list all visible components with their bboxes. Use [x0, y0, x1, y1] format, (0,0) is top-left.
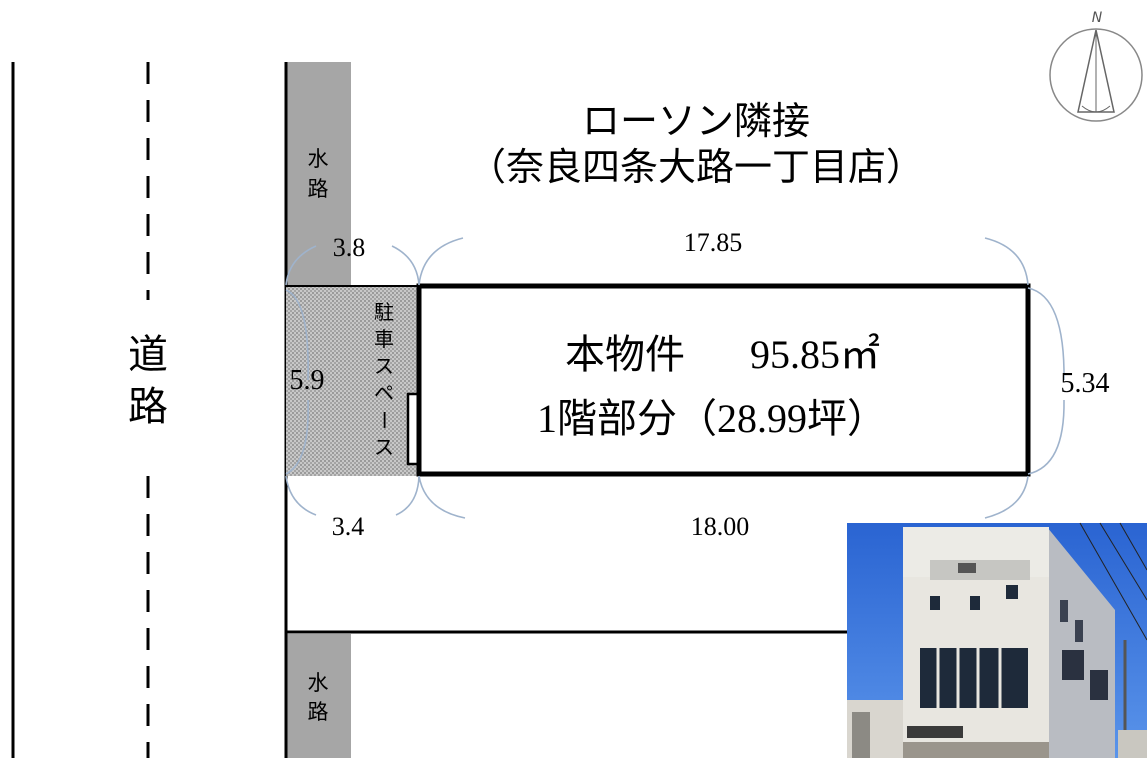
photo-building-windows — [920, 648, 1028, 708]
parking-char-5: ー — [372, 410, 396, 430]
dimension-right-side: 5.34 — [1061, 368, 1110, 399]
waterway-label-lower-1: 水 — [308, 671, 329, 695]
neighbor-label-line2: （奈良四条大路一丁目店） — [468, 145, 924, 189]
waterway-strip-upper — [286, 62, 351, 286]
dimension-arcs — [285, 237, 1065, 519]
property-outline — [416, 283, 1031, 477]
property-area: 95.85㎡ — [750, 332, 880, 377]
parking-label: 駐 車 ス ペ ー ス — [372, 300, 396, 459]
waterway-label-lower-2: 路 — [308, 700, 329, 724]
parking-char-1: 駐 — [374, 300, 394, 324]
road-label-top: 道 — [128, 332, 168, 378]
parking-space-area — [286, 286, 419, 476]
property-name: 本物件 — [565, 332, 685, 378]
waterway-label-upper-1: 水 — [308, 147, 329, 171]
dimension-bottom-right: 18.00 — [691, 512, 750, 541]
neighbor-label-line1: ローソン隣接 — [582, 99, 810, 143]
parking-char-6: ス — [374, 435, 394, 459]
parking-char-2: 車 — [374, 327, 394, 351]
dimension-top-left: 3.8 — [333, 233, 366, 262]
north-compass: N — [1049, 10, 1143, 122]
compass-north-label: N — [1092, 10, 1103, 26]
dimension-left-side: 5.9 — [290, 365, 325, 396]
parking-char-4: ペ — [374, 381, 394, 405]
waterway-label-upper-2: 路 — [308, 177, 329, 201]
building-photo — [847, 522, 1147, 758]
dimension-bottom-left: 3.4 — [332, 512, 365, 541]
parking-char-3: ス — [374, 354, 394, 378]
dimension-top-right: 17.85 — [684, 228, 743, 257]
property-floor-area: 1階部分（28.99坪） — [537, 396, 887, 441]
road-label-bottom: 路 — [128, 384, 168, 430]
waterway-strip-lower — [286, 634, 351, 758]
